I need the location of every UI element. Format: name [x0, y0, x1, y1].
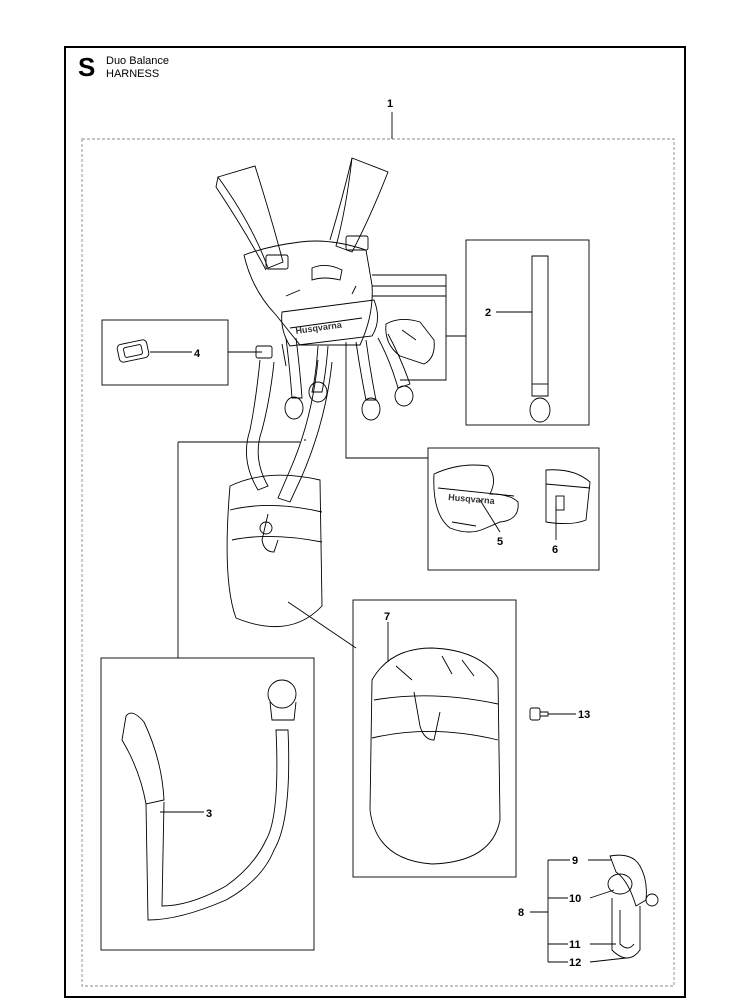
- callout-5: 5: [497, 536, 503, 548]
- part-13-screw-drawing: [529, 707, 549, 721]
- detail-box-4: [101, 319, 229, 386]
- callout-numbers: 1 2 3 4 5 6 7 8 9 10 11 12 13: [194, 98, 590, 969]
- pad-brand-logo: Husqvarna: [448, 492, 496, 506]
- assembly-name: HARNESS: [106, 68, 160, 80]
- part-2-strap-drawing: [529, 255, 551, 423]
- part-4-buckle-drawing: [116, 339, 150, 363]
- callout-1: 1: [387, 98, 393, 110]
- callout-12: 12: [569, 957, 581, 969]
- callout-8: 8: [518, 907, 524, 919]
- part-8-hook-drawing: [607, 854, 659, 959]
- section-title: Duo Balance HARNESS: [106, 55, 169, 81]
- callout-9: 9: [572, 855, 578, 867]
- part-6-clip-drawing: [545, 469, 591, 525]
- callout-4: 4: [194, 348, 201, 360]
- detail-box-3: [100, 657, 315, 951]
- detail-box-5-6: [427, 447, 600, 571]
- callout-13: 13: [578, 709, 590, 721]
- callout-2: 2: [485, 307, 491, 319]
- page-frame: [64, 46, 686, 998]
- part-5-pad-drawing: [433, 464, 519, 533]
- callout-3: 3: [206, 808, 212, 820]
- callout-11: 11: [569, 939, 581, 951]
- section-letter: S: [78, 52, 96, 82]
- callout-7: 7: [384, 611, 390, 623]
- detail-box-7: [352, 599, 517, 878]
- product-name: Duo Balance: [106, 55, 169, 67]
- assembly-boundary: [81, 138, 675, 987]
- main-harness-drawing: [215, 157, 435, 628]
- part-7-bag-drawing: [369, 647, 501, 865]
- part-3-strap-drawing: [121, 679, 297, 921]
- callout-10: 10: [569, 893, 581, 905]
- leader-lines: [150, 112, 627, 963]
- callout-6: 6: [552, 544, 558, 556]
- harness-brand-logo: Husqvarna: [295, 319, 343, 336]
- detail-box-2: [465, 239, 590, 426]
